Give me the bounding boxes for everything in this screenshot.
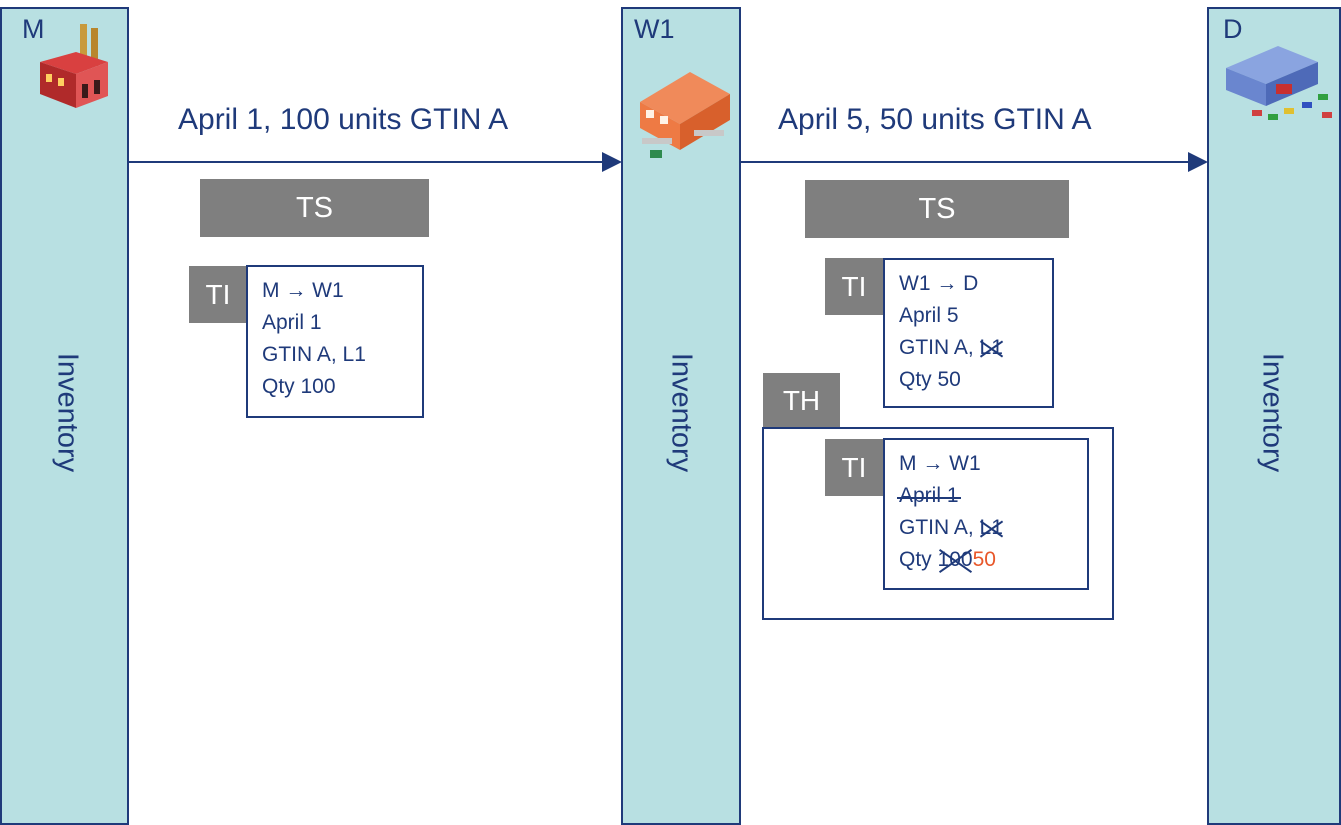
ti2-gtin-text: GTIN A, (899, 336, 980, 359)
distributor-icon (1226, 46, 1332, 120)
ti1-date: April 1 (262, 311, 322, 334)
ti1-route: M → W1 (262, 279, 344, 302)
factory-icon (40, 24, 108, 108)
node-column-d (1207, 7, 1341, 825)
ti-tab-2: TI (825, 258, 883, 315)
ti3-date: April 1 (897, 483, 961, 509)
ti3-route: M → W1 (899, 452, 981, 475)
ti2-date: April 5 (899, 304, 959, 327)
ti2-lot-struck: L1 (979, 336, 1003, 359)
ti1-qty: Qty 100 (262, 375, 336, 398)
ti-box-3 (883, 438, 1089, 590)
ti3-gtin: GTIN A, L1 (899, 515, 1003, 541)
node-label-d: D (1223, 14, 1243, 44)
ti2-route: W1 → D (899, 272, 979, 295)
node-column-m (0, 7, 129, 825)
ts-bar-1: TS (200, 179, 429, 237)
ti3-lot-struck: L1 (979, 516, 1003, 539)
ti3-qty-prefix: Qty (899, 548, 938, 571)
ti1-gtin: GTIN A, L1 (262, 343, 366, 366)
warehouse-icon (640, 72, 730, 158)
ti-box-1 (246, 265, 424, 418)
ti3-gtin-text: GTIN A, (899, 516, 980, 539)
ti3-qty-new: 50 (972, 548, 996, 571)
ti-tab-3: TI (825, 439, 883, 496)
ti-box-2 (883, 258, 1054, 408)
ti3-date-struck: April 1 (897, 484, 961, 507)
ts-bar-2: TS (805, 180, 1069, 238)
ti2-qty: Qty 50 (899, 368, 961, 391)
flow-label-2: April 5, 50 units GTIN A (778, 103, 1092, 136)
ti3-qty-struck: 100 (937, 548, 973, 571)
flow-label-1: April 1, 100 units GTIN A (178, 103, 509, 136)
node-label-w1: W1 (634, 14, 675, 44)
ti-tab-1: TI (189, 266, 247, 323)
th-tab: TH (763, 373, 840, 428)
ti3-qty: Qty 10050 (899, 547, 996, 573)
ti2-gtin: GTIN A, L1 (899, 335, 1003, 361)
node-label-m: M (22, 14, 45, 44)
